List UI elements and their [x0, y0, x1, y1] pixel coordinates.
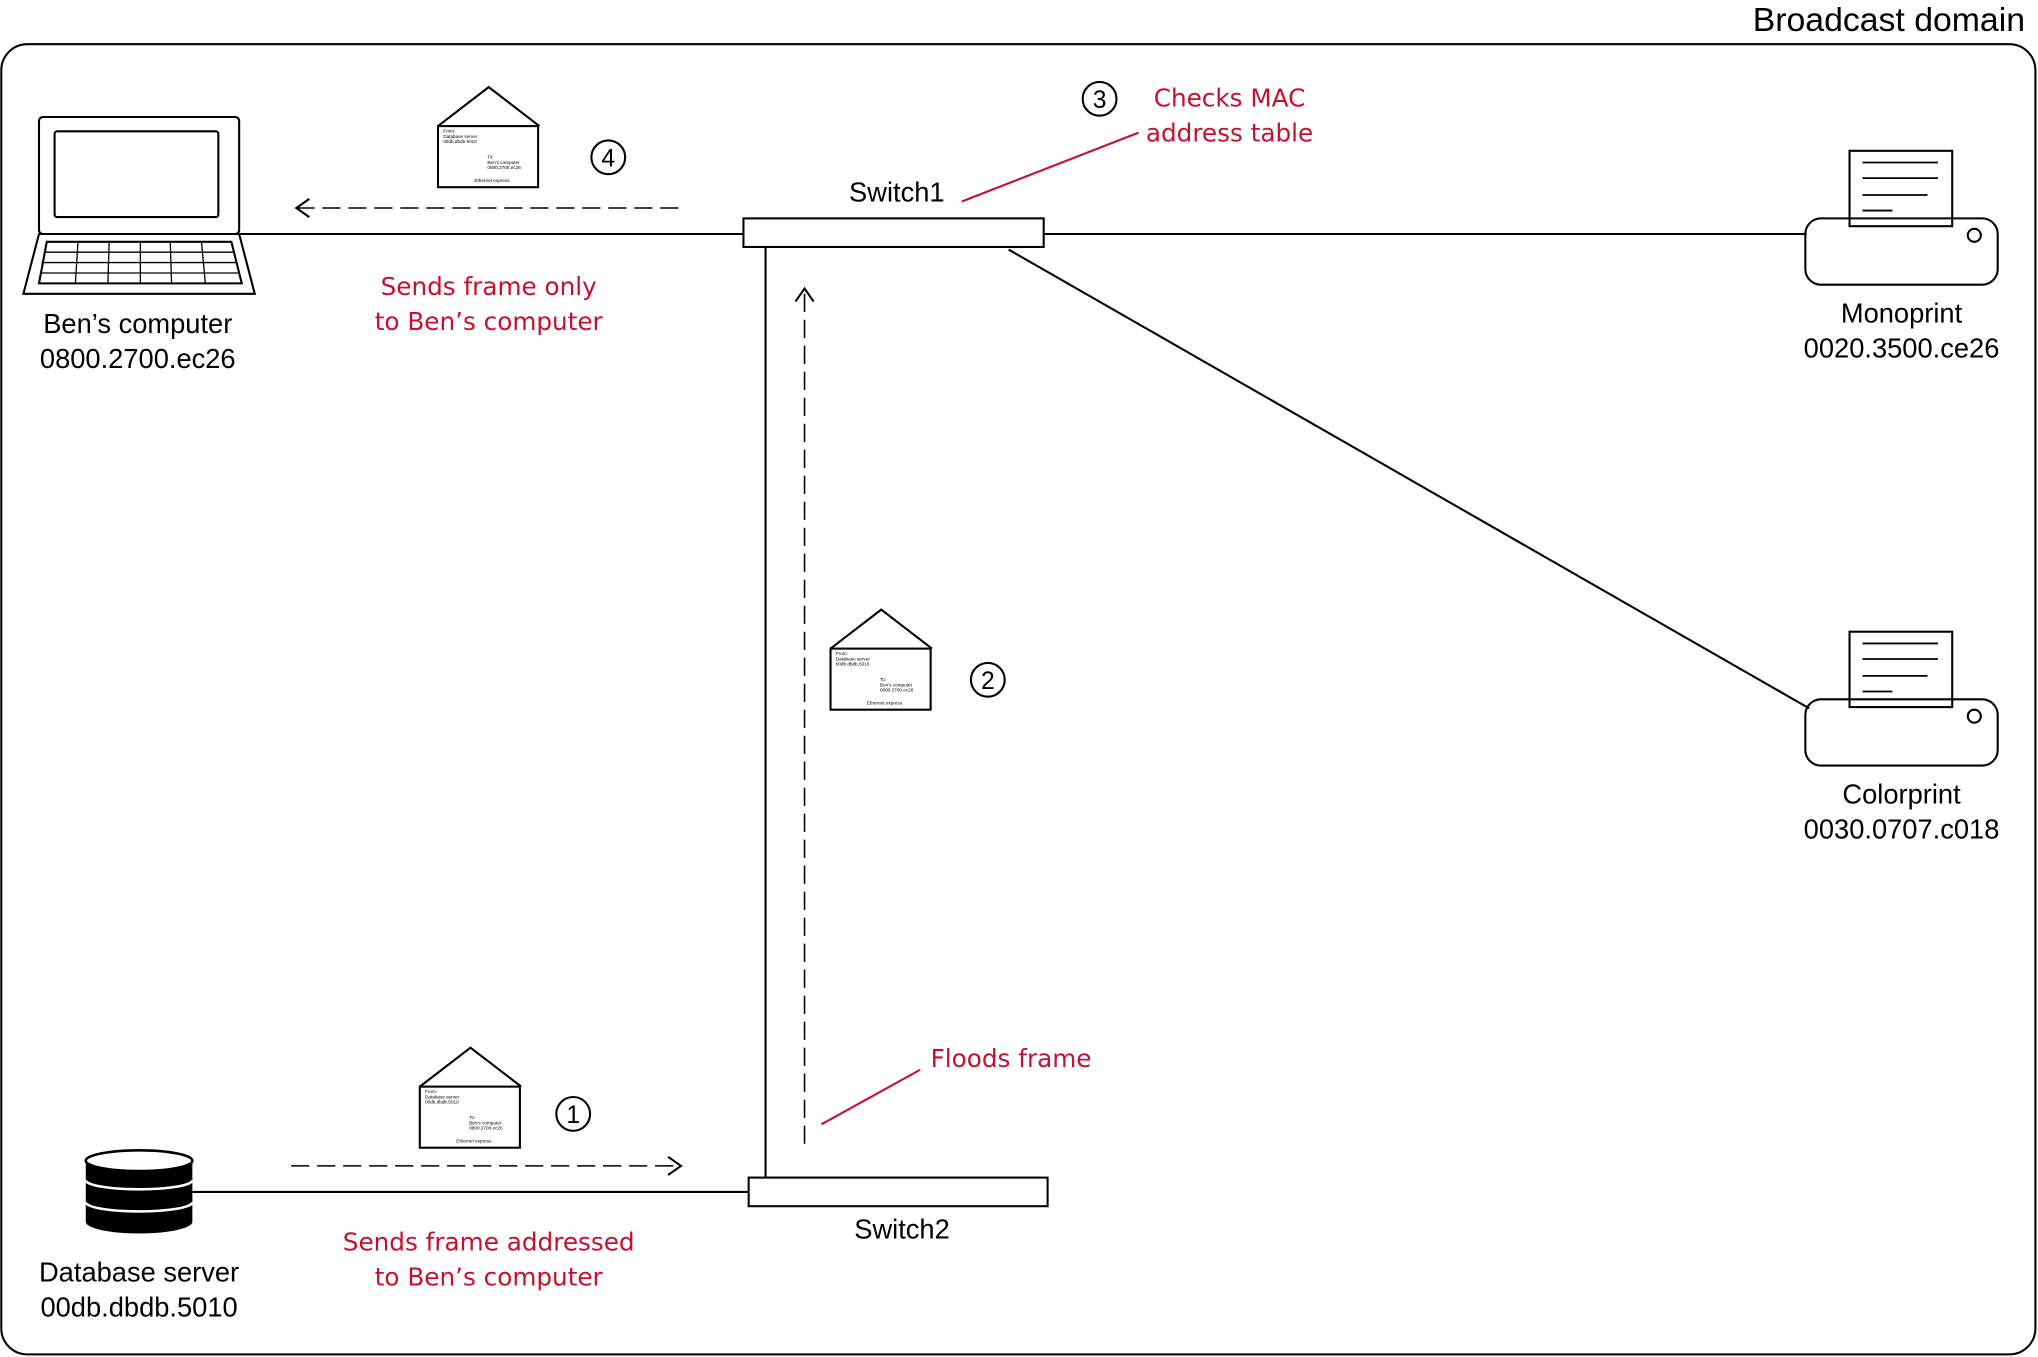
switch2-icon[interactable]: [747, 1176, 1049, 1208]
step-1-marker: 1: [555, 1095, 592, 1132]
switch1-icon[interactable]: [742, 217, 1045, 249]
svg-text:From:: From:: [836, 651, 848, 656]
database-server-mac: 00db.dbdb.5010: [40, 1292, 237, 1323]
svg-text:Ethernet express: Ethernet express: [456, 1139, 492, 1144]
svg-text:3: 3: [1093, 87, 1107, 114]
svg-text:00db.dbdb.5010: 00db.dbdb.5010: [836, 662, 870, 667]
annotation-leader-line: [961, 131, 1139, 203]
frame-envelope-icon: From: Database server 00db.dbdb.5010 To:…: [829, 608, 933, 711]
step-4-annotation: to Ben’s computer: [375, 307, 604, 336]
step-4-marker: 4: [590, 139, 627, 176]
svg-text:To:: To:: [469, 1115, 475, 1120]
svg-text:From:: From:: [443, 129, 455, 134]
network-links: [192, 232, 1810, 1193]
svg-text:To:: To:: [487, 155, 493, 160]
annotation-leader-line: [820, 1068, 921, 1126]
colorprint-mac: 0030.0707.c018: [1804, 813, 2000, 844]
frame-envelope-icon: From: Database server 00db.dbdb.5010 To:…: [436, 86, 541, 189]
svg-text:2: 2: [981, 668, 995, 695]
svg-text:00db.dbdb.5010: 00db.dbdb.5010: [425, 1100, 459, 1105]
monoprint-mac: 0020.3500.ce26: [1804, 332, 2000, 363]
bens-computer-mac: 0800.2700.ec26: [40, 343, 236, 374]
step-2-annotation: Floods frame: [931, 1044, 1092, 1073]
svg-text:4: 4: [601, 145, 615, 172]
svg-text:From:: From:: [425, 1089, 437, 1094]
colorprint-name: Colorprint: [1842, 778, 1961, 809]
svg-text:0800.2700.ec26: 0800.2700.ec26: [487, 165, 521, 170]
frame-path-arrows: [291, 198, 815, 1176]
broadcast-domain-boundary: [0, 43, 2037, 1356]
svg-text:To:: To:: [880, 677, 886, 682]
broadcast-domain-title: Broadcast domain: [1753, 1, 2025, 39]
svg-text:Ben's computer: Ben's computer: [469, 1120, 502, 1125]
svg-text:Ethernet express: Ethernet express: [867, 700, 903, 705]
svg-text:0800.2700.ec26: 0800.2700.ec26: [880, 687, 914, 692]
step-1-annotation: to Ben’s computer: [375, 1262, 604, 1291]
monoprint-name: Monoprint: [1841, 297, 1963, 328]
database-server-icon[interactable]: [84, 1149, 194, 1234]
svg-text:Ben's computer: Ben's computer: [487, 160, 520, 165]
step-3-marker: 3: [1081, 80, 1118, 117]
svg-text:Ethernet express: Ethernet express: [474, 178, 510, 183]
database-server-name: Database server: [39, 1257, 239, 1288]
svg-text:Database server: Database server: [443, 134, 478, 139]
monoprint-printer-icon[interactable]: [1804, 149, 1999, 286]
colorprint-printer-icon[interactable]: [1804, 630, 1999, 767]
step-1-annotation: Sends frame addressed: [343, 1227, 635, 1256]
svg-text:1: 1: [566, 1102, 580, 1129]
bens-computer-name: Ben’s computer: [43, 308, 232, 339]
frame-envelope-icon: From: Database server 00db.dbdb.5010 To:…: [418, 1046, 523, 1149]
step-3-annotation: address table: [1146, 119, 1313, 148]
svg-text:0800.2700.ec26: 0800.2700.ec26: [469, 1126, 503, 1131]
switch2-label: Switch2: [854, 1214, 950, 1245]
svg-text:Database server: Database server: [836, 656, 871, 661]
svg-text:00db.dbdb.5010: 00db.dbdb.5010: [443, 139, 477, 144]
step-2-marker: 2: [969, 661, 1006, 698]
step-3-annotation: Checks MAC: [1154, 84, 1306, 113]
svg-text:Ben's computer: Ben's computer: [880, 682, 913, 687]
step-4-annotation: Sends frame only: [381, 272, 597, 301]
laptop-icon[interactable]: [22, 115, 257, 295]
svg-text:Database server: Database server: [425, 1094, 460, 1099]
switch1-label: Switch1: [849, 176, 945, 207]
